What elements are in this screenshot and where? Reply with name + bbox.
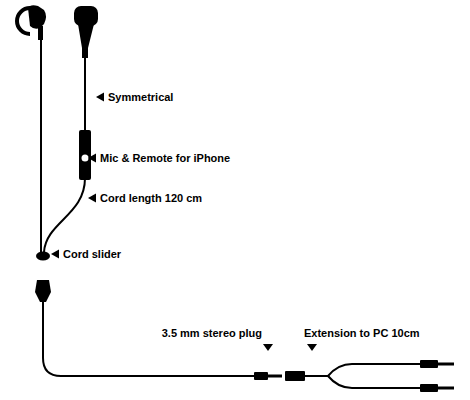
remote [79, 130, 91, 180]
cord-slider [36, 252, 50, 261]
part-label: 3.5 mm stereo plug [162, 327, 262, 340]
splitter [35, 280, 51, 302]
part-label: Extension to PC 10cm [304, 327, 420, 340]
part-label: Cord length 120 cm [100, 192, 202, 205]
part-label: Mic & Remote for iPhone [100, 152, 230, 165]
cords [41, 40, 420, 388]
part-label: Symmetrical [108, 91, 173, 104]
part-label: Cord slider [63, 248, 121, 261]
stereo-plug [254, 372, 282, 380]
left-earbud [17, 5, 46, 40]
right-earbud [74, 6, 98, 58]
extension-cable [285, 360, 454, 392]
pointers [51, 93, 317, 352]
